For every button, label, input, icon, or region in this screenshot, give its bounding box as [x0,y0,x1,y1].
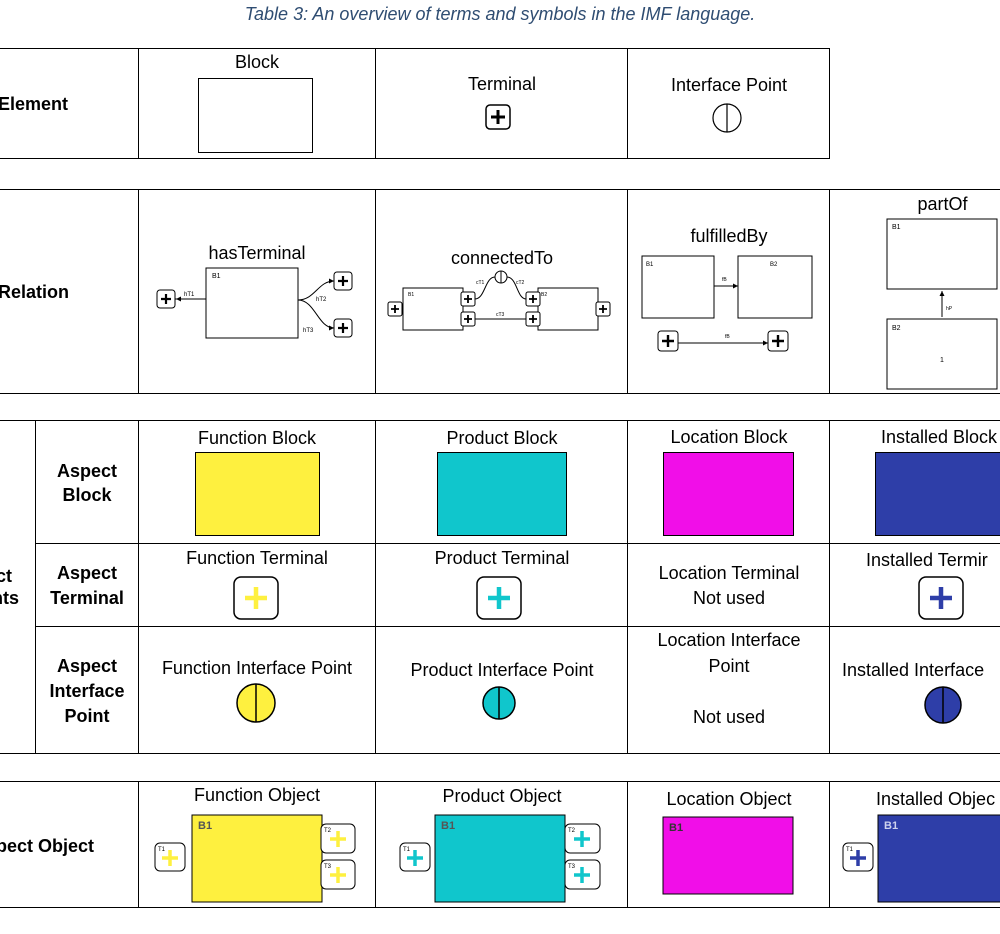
interface-point-icon [712,103,742,133]
ht1-label: hT1 [184,292,195,298]
installed-object-label: Installed Objec [876,789,996,809]
po-b2-label: B2 [892,325,901,332]
fo-b1-label: B1 [198,820,212,832]
aspect-ip-header-line2: Interface [49,681,125,701]
fb-bottom-label: fB [725,334,730,340]
ht3-label: hT3 [303,328,314,334]
installed-object-diagram: B1 T1 [842,814,1000,903]
po2-b1-label: B1 [441,820,455,832]
aspect-block-header-line1: Aspect [56,461,118,481]
location-terminal-label: Location Terminal [658,563,800,583]
aspect-ip-header-line1: Aspect [56,656,118,676]
aspect-ip-header-line3: Point [64,706,110,726]
ht-block-label: B1 [212,273,221,280]
io-t1-label: T1 [846,847,854,853]
product-block-symbol [437,452,567,536]
installed-interface-point-icon [924,686,962,724]
block-label: Block [234,52,279,72]
block-symbol [198,78,313,153]
installed-block-symbol [875,452,1000,536]
product-terminal-icon [476,576,522,620]
po-one-label: 1 [940,357,944,364]
fulfilled-by-diagram: B1 B2 fB fB [641,255,813,352]
installed-interface-point-label: Installed Interface [842,660,985,680]
connected-to-diagram: B1 B2 cT1 cT2 cT3 [387,270,611,331]
io-b1-label: B1 [884,820,898,832]
ct1-label: cT1 [476,280,485,286]
location-terminal-not-used: Not used [692,588,766,608]
fb-b2-label: B2 [770,262,778,268]
function-object-label: Function Object [193,785,321,805]
function-block-symbol [195,452,320,536]
ct-b2-label: B2 [541,292,547,298]
aspect-block-header-line2: Block [62,485,112,505]
lo-b1-label: B1 [669,822,683,834]
installed-terminal-label: Installed Termir [866,550,988,570]
location-ip-label-line2: Point [708,656,750,676]
ct-b1-label: B1 [408,292,414,298]
table-caption: Table 3: An overview of terms and symbol… [244,4,756,24]
product-terminal-label: Product Terminal [434,548,570,568]
row-header-element: Element [0,94,69,114]
aspect-terminal-header-line2: Terminal [50,588,124,608]
part-of-diagram: B1 B2 1 hP [886,218,998,390]
interface-point-label: Interface Point [670,75,788,95]
fo-t3-label: T3 [324,864,332,870]
product-object-label: Product Object [442,786,562,806]
po2-t3-label: T3 [568,864,576,870]
function-block-label: Function Block [197,428,317,448]
product-interface-point-label: Product Interface Point [410,660,594,680]
fo-t1-label: T1 [158,847,166,853]
connected-to-label: connectedTo [450,248,554,268]
location-ip-not-used: Not used [692,707,766,727]
function-object-diagram: B1 T1 T2 T3 [154,814,356,903]
aspect-terminal-header-line1: Aspect [56,563,118,583]
terminal-label: Terminal [467,74,537,94]
has-terminal-diagram: B1 hT1 hT2 hT3 [156,267,353,339]
fo-t2-label: T2 [324,828,332,834]
location-block-label: Location Block [670,427,788,447]
terminal-icon [485,104,511,130]
fulfilled-by-label: fulfilledBy [690,226,768,246]
po2-t1-label: T1 [403,847,411,853]
function-terminal-icon [233,576,279,620]
po-b1-label: B1 [892,224,901,231]
location-block-symbol [663,452,794,536]
po2-t2-label: T2 [568,828,576,834]
installed-terminal-icon [918,576,964,620]
po-hp-label: hP [946,306,953,312]
has-terminal-label: hasTerminal [208,243,306,263]
fb-b1-label: B1 [646,262,654,268]
installed-block-label: Installed Block [881,427,998,447]
fb-top-label: fB [722,277,727,283]
function-terminal-label: Function Terminal [186,548,328,568]
part-of-label: partOf [917,194,968,214]
row-header-aspect-object: pect Object [0,836,95,856]
ct2-label: cT2 [516,280,525,286]
location-object-diagram: B1 [662,816,794,895]
location-ip-label-line1: Location Interface [657,630,801,650]
function-interface-point-icon [236,683,276,723]
product-object-diagram: B1 T1 T2 T3 [399,814,601,903]
function-interface-point-label: Function Interface Point [161,658,353,678]
aspect-elements-header-line1: ct [0,566,13,586]
ht2-label: hT2 [316,297,327,303]
product-block-label: Product Block [446,428,558,448]
ct3-label: cT3 [496,312,505,318]
aspect-elements-header-line2: nts [0,588,19,608]
row-header-relation: Relation [0,282,70,302]
product-interface-point-icon [482,686,516,720]
location-object-label: Location Object [666,789,792,809]
